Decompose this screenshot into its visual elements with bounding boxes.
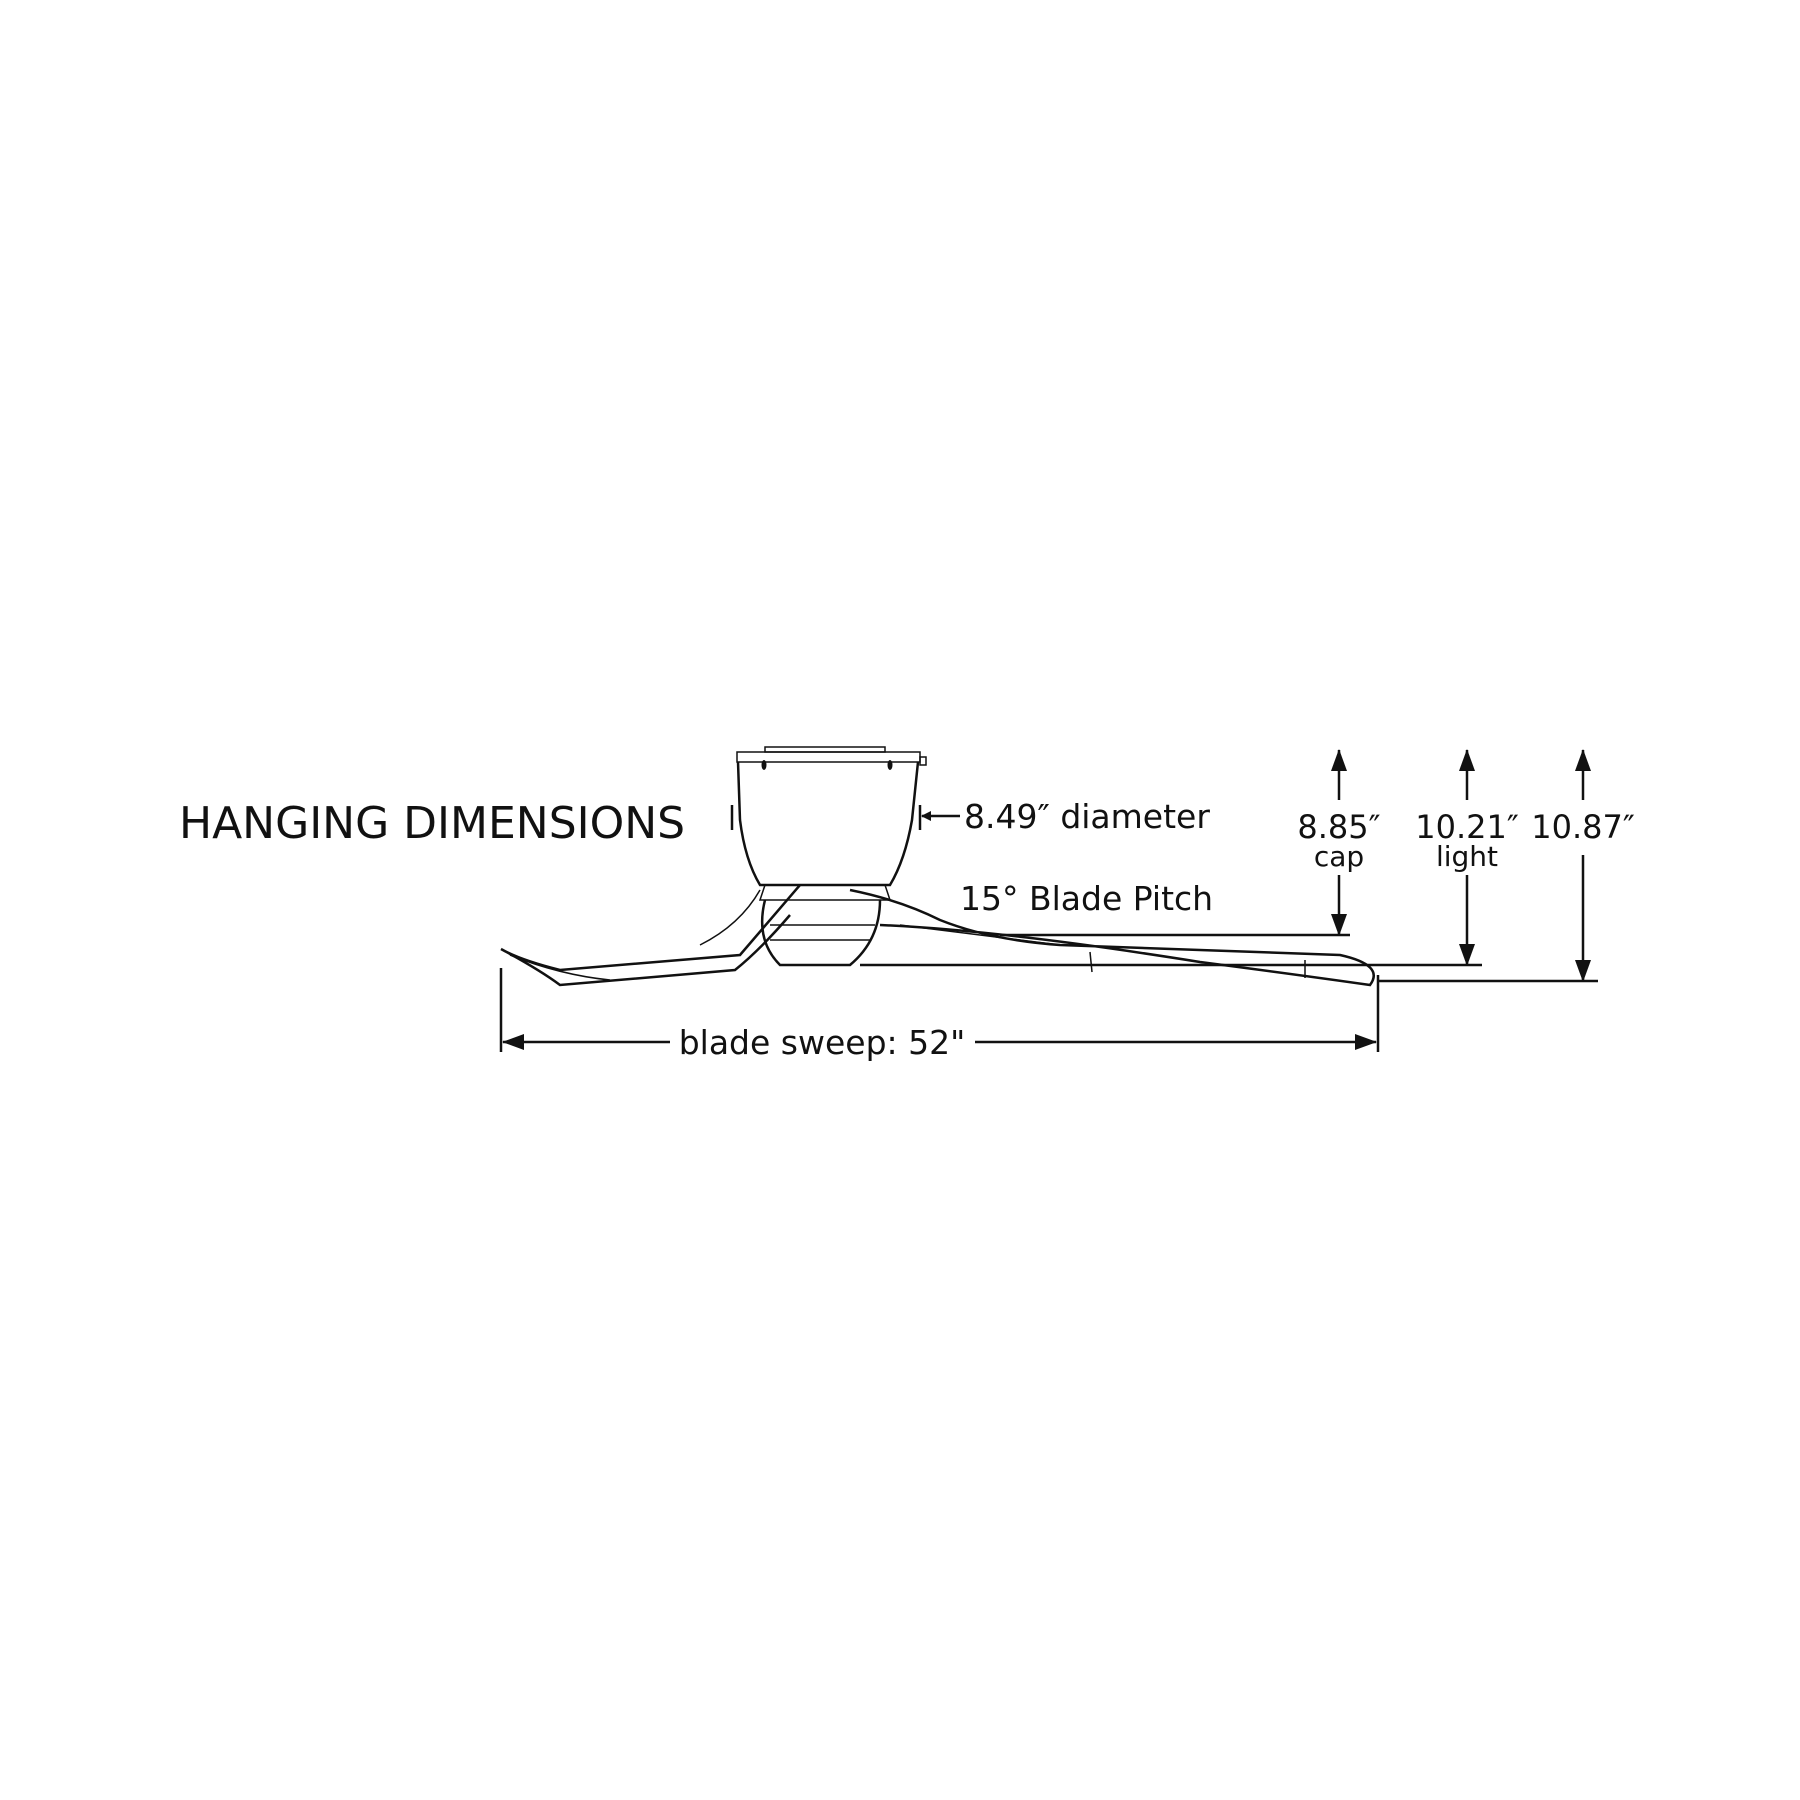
blade-sweep-label: blade sweep: 52" (679, 1023, 966, 1062)
light-height-dimension: 10.21″ light (860, 749, 1519, 967)
blade-pitch-label: 15° Blade Pitch (960, 879, 1213, 918)
cap-height-dimension: 8.85″ cap (1000, 749, 1381, 937)
diameter-value: 8.49″ (964, 797, 1050, 836)
total-height-dimension: 10.87″ (1378, 749, 1635, 983)
cap-height-value: 8.85″ (1297, 808, 1380, 846)
light-height-value: 10.21″ (1415, 808, 1519, 846)
total-height-value: 10.87″ (1531, 808, 1635, 846)
fan-blades (500, 884, 1375, 987)
svg-text:8.49″ diameter: 8.49″ diameter (964, 797, 1210, 836)
fan-canopy (730, 746, 927, 887)
blade-sweep-dimension: blade sweep: 52" (499, 968, 1380, 1062)
diameter-label: diameter (1060, 797, 1210, 836)
cap-height-label: cap (1314, 840, 1364, 873)
light-height-label: light (1436, 840, 1498, 873)
diagram-title: HANGING DIMENSIONS (179, 798, 685, 849)
